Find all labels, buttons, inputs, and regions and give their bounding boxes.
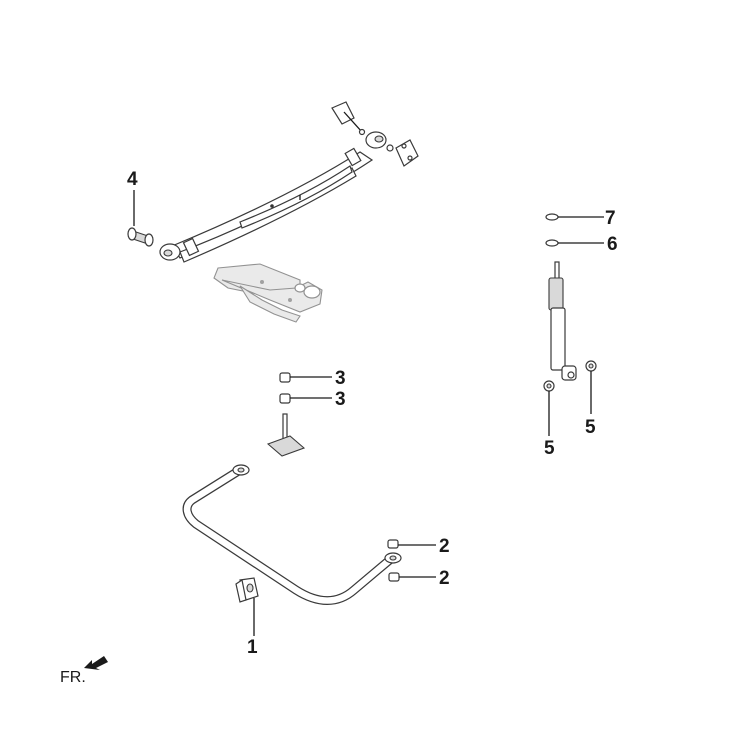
callout-2-upper: 2 — [439, 536, 450, 557]
washer-upper — [545, 213, 559, 221]
callout-7: 7 — [605, 208, 616, 229]
callout-4: 4 — [127, 169, 138, 190]
stabilizer-bar — [182, 464, 402, 605]
callout-2-lower: 2 — [439, 568, 450, 589]
washer-lower — [545, 239, 559, 247]
callout-6: 6 — [607, 234, 618, 255]
callout-1: 1 — [247, 637, 258, 658]
stabilizer-bar-bushing — [235, 577, 259, 603]
callout-5-left: 5 — [544, 438, 555, 459]
front-label: FR. — [60, 669, 86, 686]
stabilizer-link — [266, 372, 306, 457]
spring-hanger-bracket — [213, 263, 323, 323]
bar-bushing-lower — [388, 572, 400, 582]
leaf-spring — [159, 131, 387, 263]
bar-bushing-upper — [387, 539, 399, 549]
spring-bushing — [127, 227, 154, 247]
shock-mount-nuts — [543, 360, 597, 392]
front-arrow-icon — [84, 656, 108, 670]
shock-absorber — [548, 261, 577, 381]
front-direction-indicator: FR. — [60, 656, 108, 686]
callout-3-lower: 3 — [335, 389, 346, 410]
callout-5-right: 5 — [585, 417, 596, 438]
spring-shackle — [331, 101, 419, 167]
callout-3-upper: 3 — [335, 368, 346, 389]
